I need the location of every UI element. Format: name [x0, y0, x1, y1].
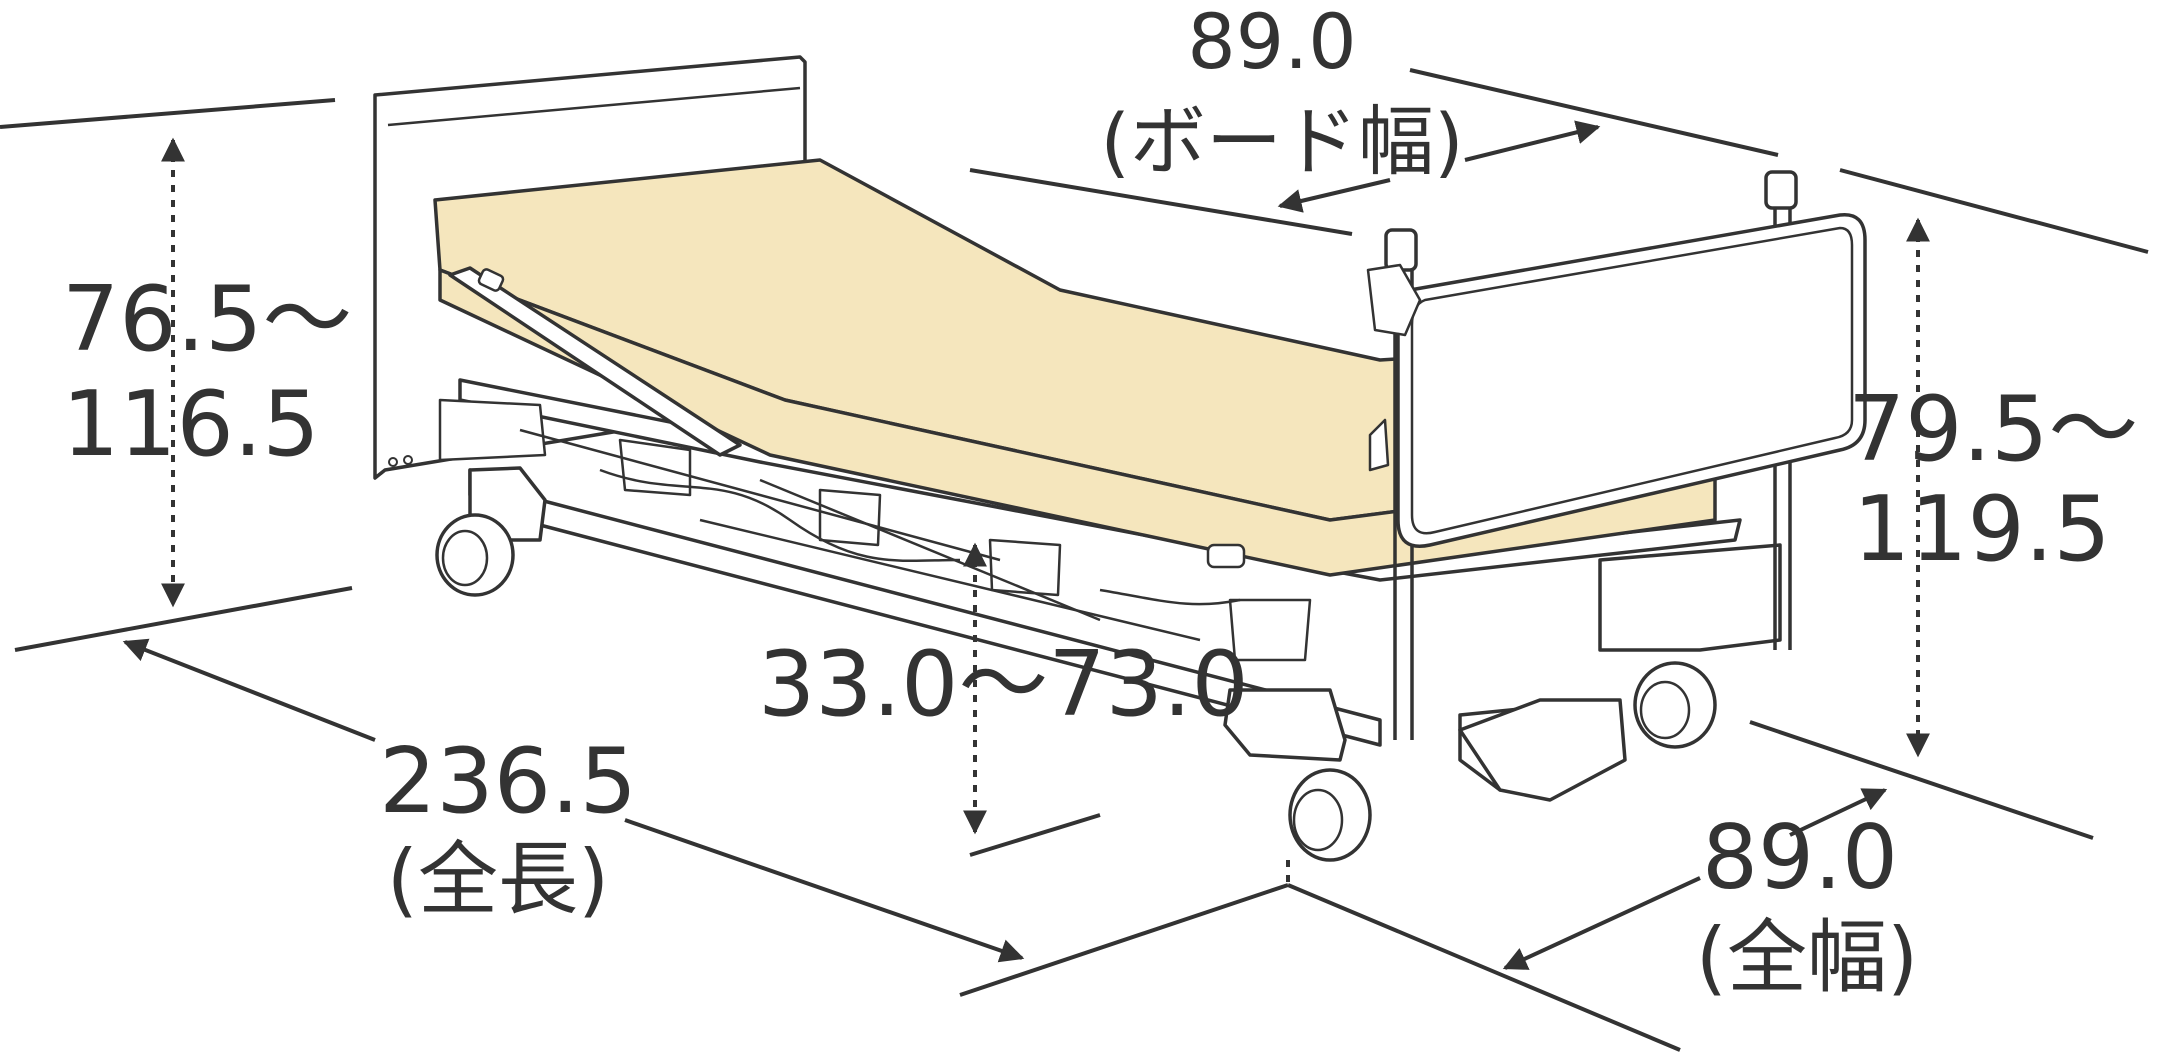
total-width-arrow-left	[1502, 876, 1701, 970]
total-length-label: (全長)	[387, 833, 609, 926]
board-width-arrow-right	[1464, 120, 1601, 162]
footboard-height-line1: 79.5～	[1848, 377, 2138, 482]
total-width-arrow-right	[1789, 788, 1888, 837]
caster-far-right	[1633, 661, 1717, 749]
total-width-value: 89.0	[1702, 806, 1898, 909]
board-width-value: 89.0	[1187, 0, 1356, 86]
total-length-value: 236.5	[379, 729, 637, 834]
headboard-height-line1: 76.5～	[62, 267, 352, 372]
headboard-height-line2: 116.5	[62, 372, 320, 477]
total-length-arrow-start	[122, 638, 376, 742]
dimension-labels: 89.0 (ボード幅) 76.5～ 116.5 79.5～ 119.5 33.0…	[62, 0, 2138, 1004]
deck-height-value: 33.0～73.0	[758, 632, 1249, 737]
casters	[435, 513, 1717, 862]
lift-mechanism	[438, 378, 1742, 662]
board-width-label: (ボード幅)	[1100, 97, 1463, 186]
bed-illustration	[373, 55, 1867, 862]
base-frame	[468, 466, 1782, 802]
total-length-arrow-end	[624, 818, 1025, 963]
footboard-height-line2: 119.5	[1853, 477, 2111, 582]
total-width-label: (全幅)	[1696, 911, 1918, 1004]
caster-near-front	[1288, 768, 1372, 862]
board-width-arrow-left	[1277, 178, 1391, 213]
dimension-lines	[0, 68, 2149, 1052]
footboard	[1366, 170, 1867, 740]
caster-far-left	[435, 513, 515, 597]
